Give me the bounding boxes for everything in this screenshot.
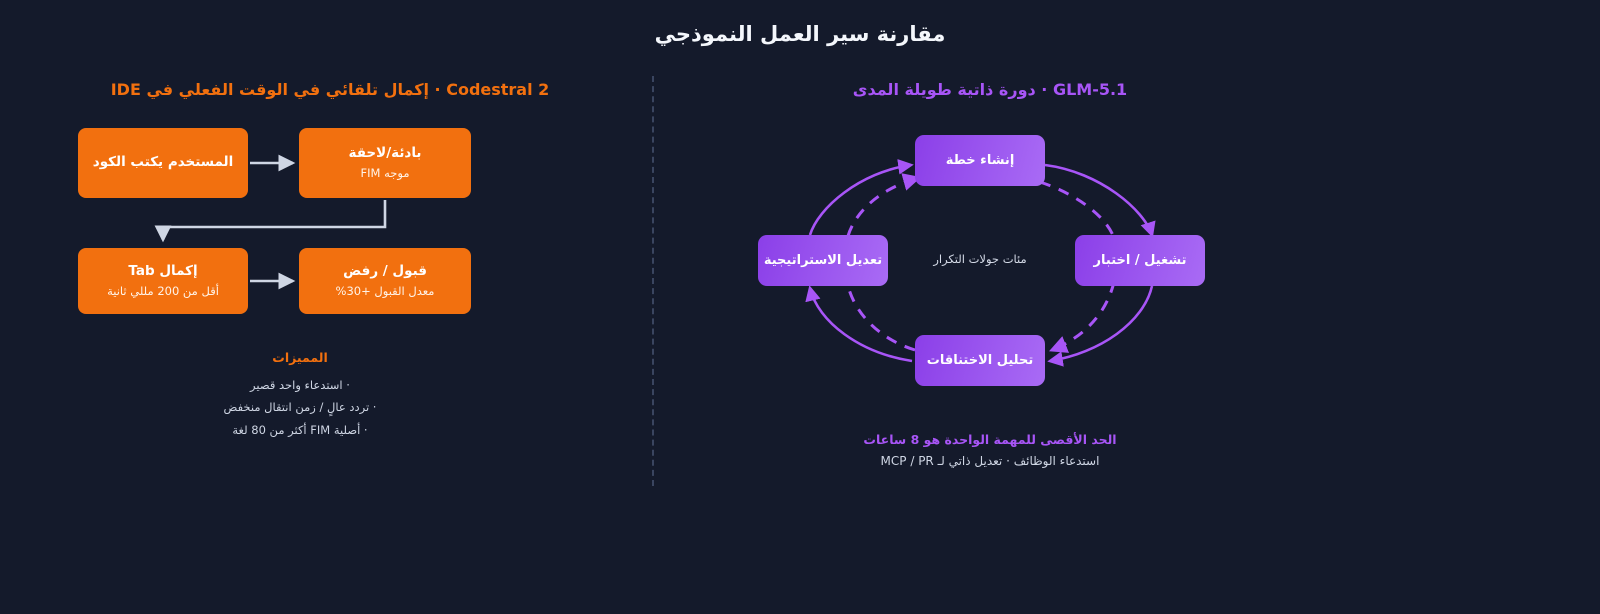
dashed-arc-adjust-to-plan [846, 173, 922, 237]
cycle-node-create-plan[interactable]: إنشاء خطة [915, 135, 1045, 186]
flow-box-accept-reject[interactable]: قبول / رفض معدل القبول +30% [299, 248, 471, 314]
page-title: مقارنة سير العمل النموذجي [654, 22, 946, 46]
flow-box-tab-completion[interactable]: إكمال Tab أقل من 200 مللي ثانية [78, 248, 248, 314]
right-column-header: GLM-5.1 · دورة ذاتية طويلة المدى [852, 80, 1128, 99]
panel-divider [652, 76, 654, 486]
flow-box-title: قبول / رفض [343, 262, 427, 279]
flow-box-title: المستخدم يكتب الكود [92, 154, 234, 171]
caption-capabilities: استدعاء الوظائف · تعديل ذاتي لـ MCP / PR [880, 454, 1100, 468]
arc-plan-to-run [1044, 163, 1156, 238]
connector-prefix-to-tab [154, 200, 387, 243]
flow-box-subtitle: أقل من 200 مللي ثانية [107, 284, 219, 299]
dashed-arc-plan-to-run [1039, 180, 1116, 239]
feature-item: · تردد عالٍ / زمن انتقال منخفض [223, 400, 377, 415]
cycle-node-label: تحليل الاختناقات [926, 353, 1034, 368]
feature-item: · أصلية FIM أكثر من 80 لغة [232, 422, 368, 437]
arc-adjust-to-plan [808, 159, 914, 236]
flow-box-title: بادئة/لاحقة [348, 144, 422, 161]
cycle-node-run-test[interactable]: تشغيل / اختبار [1075, 235, 1205, 286]
features-title: المميزات [272, 350, 328, 365]
dashed-arc-analyze-to-adjust [846, 285, 916, 352]
left-column-header: Codestral 2 · إكمال تلقائي في الوقت الفع… [110, 80, 550, 99]
features-list: المميزات · استدعاء واحد قصير · تردد عالٍ… [140, 350, 460, 441]
right-caption: الحد الأقصى للمهمة الواحدة هو 8 ساعات اس… [760, 430, 1220, 473]
cycle-node-label: تعديل الاستراتيجية [763, 253, 883, 268]
dashed-arc-run-to-analyze [1048, 281, 1116, 353]
flow-box-subtitle: معدل القبول +30% [335, 284, 435, 299]
agent-cycle-diagram: إنشاء خطة تشغيل / اختبار تحليل الاختناقا… [700, 110, 1300, 410]
cycle-node-label: تشغيل / اختبار [1093, 253, 1187, 268]
arc-run-to-analyze [1047, 285, 1154, 367]
cycle-connectors [805, 159, 1156, 367]
flow-box-subtitle: موجه FIM [360, 166, 410, 181]
caption-max-duration: الحد الأقصى للمهمة الواحدة هو 8 ساعات [863, 432, 1117, 447]
arc-analyze-to-adjust [805, 285, 913, 363]
flow-box-title: إكمال Tab [128, 262, 198, 279]
feature-item: · استدعاء واحد قصير [250, 378, 350, 392]
cycle-node-analyze-bottlenecks[interactable]: تحليل الاختناقات [915, 335, 1045, 386]
flow-box-user-writes-code[interactable]: المستخدم يكتب الكود [78, 128, 248, 198]
cycle-center-label: مئات جولات التكرار [933, 252, 1027, 266]
cycle-node-label: إنشاء خطة [945, 153, 1015, 168]
cycle-node-adjust-strategy[interactable]: تعديل الاستراتيجية [758, 235, 888, 286]
flow-box-prefix-suffix[interactable]: بادئة/لاحقة موجه FIM [299, 128, 471, 198]
